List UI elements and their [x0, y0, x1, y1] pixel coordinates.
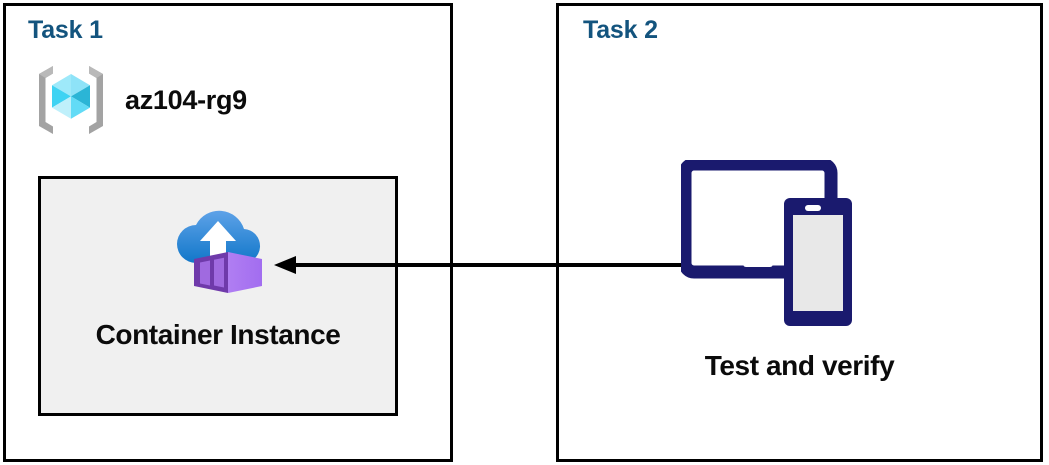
container-instance-label: Container Instance — [95, 319, 341, 350]
task-2-panel — [556, 3, 1043, 462]
resource-group-row: az104-rg9 — [31, 60, 247, 140]
devices-tablet-phone-icon — [681, 160, 852, 326]
task-1-title: Task 1 — [28, 16, 103, 44]
task-1-panel — [3, 3, 453, 462]
test-and-verify-label: Test and verify — [704, 350, 895, 381]
container-instance-box: Container Instance — [38, 176, 398, 416]
resource-group-name: az104-rg9 — [125, 84, 247, 115]
azure-resource-group-icon — [39, 66, 103, 134]
azure-container-instance-icon — [177, 210, 262, 293]
task-2-title: Task 2 — [583, 16, 658, 44]
